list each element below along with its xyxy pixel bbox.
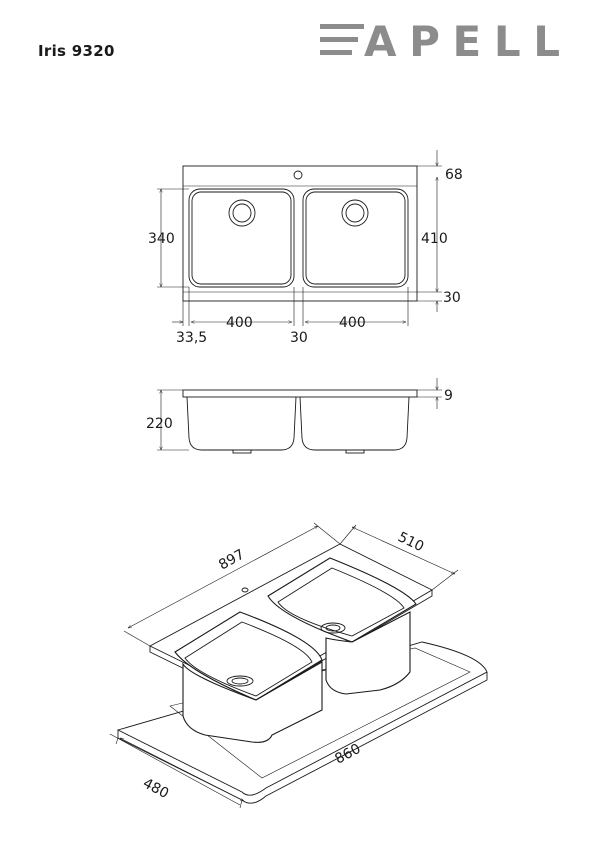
model-title: Iris 9320 [38,42,115,60]
dim-410: 410 [421,231,448,247]
side-view: 220 9 [146,378,453,454]
rim-profile [182,389,418,398]
right-bowl [302,188,409,288]
dim-480: 480 [140,775,171,802]
drain-right-iso [320,622,346,634]
dim-9: 9 [444,388,453,404]
dim-30-divider: 30 [290,330,308,346]
dim-400-left: 400 [226,315,253,331]
drain-left-iso [226,675,254,687]
dim-30-right: 30 [443,290,461,306]
left-bowl [188,188,295,288]
dim-33-5: 33,5 [176,330,207,346]
drain-left [228,199,256,227]
isometric-view: 897 510 860 480 [109,522,488,809]
top-view: 340 68 410 30 400 400 33,5 30 [148,150,463,346]
tap-hole-iso [241,587,249,593]
drain-right [341,199,369,227]
dim-400-right: 400 [339,315,366,331]
dim-340: 340 [148,231,175,247]
tap-hole [293,170,303,180]
dim-220: 220 [146,416,173,432]
dim-510: 510 [395,529,426,555]
dim-68: 68 [445,167,463,183]
left-bowl-profile [186,396,297,451]
dim-860: 860 [332,741,363,768]
right-bowl-profile [299,396,410,451]
apell-logo: APELL [320,17,562,66]
sink-outline [182,165,418,302]
dim-897: 897 [216,547,247,574]
